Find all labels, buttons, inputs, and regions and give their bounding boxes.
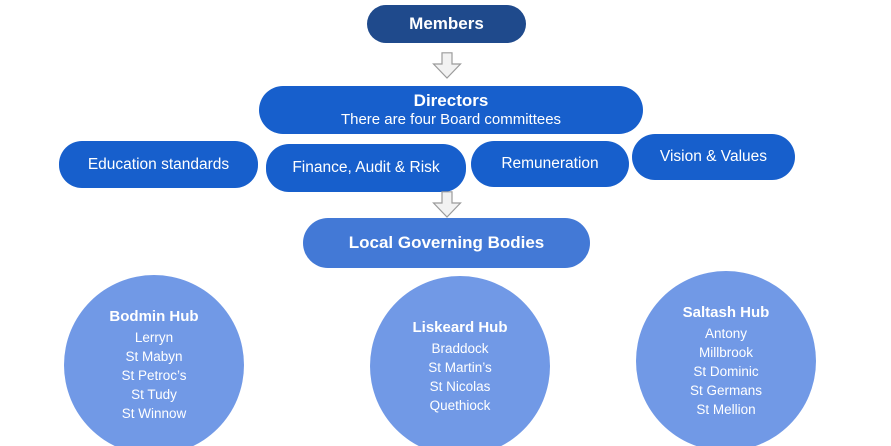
hub-school-list: Lerryn St Mabyn St Petroc’s St Tudy St Winno… bbox=[121, 328, 186, 423]
hub-circle-liskeard: Liskeard Hub Braddock St Martin’s St Nicol… bbox=[370, 276, 550, 446]
hub-title: Bodmin Hub bbox=[109, 308, 199, 325]
school-name: Antony bbox=[704, 326, 748, 341]
hub-title: Saltash Hub bbox=[682, 304, 770, 321]
school-name: St Martin’s bbox=[428, 359, 492, 375]
school-name: St Germans bbox=[689, 383, 763, 398]
committee-education-standards: Education standards bbox=[59, 141, 258, 188]
school-name: St Mellion bbox=[696, 402, 756, 417]
committee-remuneration: Remuneration bbox=[471, 141, 629, 187]
school-name: St Nicolas bbox=[429, 378, 491, 394]
hub-circle-bodmin: Bodmin Hub Lerryn St Mabyn St Petroc’s St T… bbox=[64, 275, 244, 446]
school-name: St Dominic bbox=[693, 364, 759, 379]
directors-title: Directors bbox=[413, 91, 489, 110]
school-name: St Mabyn bbox=[125, 349, 183, 364]
school-name: Quethiock bbox=[429, 397, 491, 413]
down-arrow-icon bbox=[432, 191, 462, 218]
school-name: St Tudy bbox=[131, 387, 177, 402]
committee-vision-values: Vision & Values bbox=[632, 134, 795, 180]
school-name: Lerryn bbox=[134, 330, 174, 345]
directors-subtitle: There are four Board committees bbox=[340, 111, 562, 129]
local-governing-bodies-node: Local Governing Bodies bbox=[303, 218, 590, 268]
members-node: Members bbox=[367, 5, 526, 43]
school-name: St Petroc’s bbox=[121, 368, 187, 383]
committee-finance-audit-risk: Finance, Audit & Risk bbox=[266, 144, 466, 192]
school-name: Braddock bbox=[431, 340, 489, 356]
down-arrow-icon bbox=[432, 52, 462, 79]
hub-title: Liskeard Hub bbox=[412, 318, 508, 336]
school-name: St Winnow bbox=[121, 406, 187, 421]
school-name: Millbrook bbox=[698, 345, 753, 360]
directors-node: Directors There are four Board committee… bbox=[259, 86, 643, 134]
